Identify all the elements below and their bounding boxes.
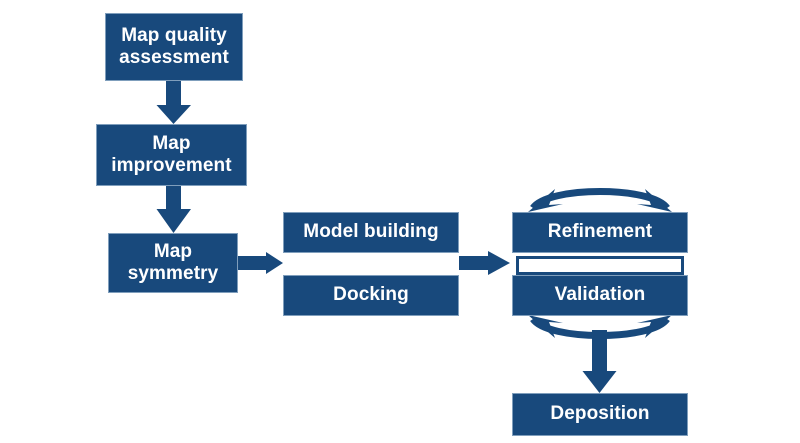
- node-map-improvement-line2: improvement: [111, 155, 232, 176]
- node-refinement-label: Refinement: [547, 221, 653, 243]
- node-model-building-label: Model building: [303, 221, 439, 243]
- node-validation-label: Validation: [554, 284, 646, 306]
- node-map-improvement-line1: Map: [152, 132, 191, 154]
- arc-cycle-top: [530, 188, 670, 211]
- node-map-symmetry-line1: Map: [153, 240, 193, 262]
- node-docking-label: Docking: [333, 284, 409, 306]
- arc-cycle-top-arrowheads: [528, 189, 672, 212]
- node-docking[interactable]: Docking: [283, 275, 459, 316]
- node-refinement[interactable]: Refinement: [512, 212, 688, 253]
- node-model-building[interactable]: Model building: [283, 212, 459, 253]
- arc-cycle-bottom-arrowheads: [528, 315, 672, 338]
- refinement-validation-separator-panel: [516, 256, 684, 275]
- node-deposition-label: Deposition: [550, 403, 650, 425]
- arrow-improvement-to-symmetry: [156, 185, 191, 233]
- node-map-quality-assessment-line2: assessment: [119, 47, 229, 68]
- node-deposition[interactable]: Deposition: [512, 393, 688, 436]
- node-map-symmetry-line2: symmetry: [127, 263, 219, 284]
- arrow-building-to-refinement: [459, 251, 510, 275]
- arrow-validation-to-deposition: [582, 330, 617, 393]
- arc-cycle-bottom: [530, 316, 670, 339]
- node-validation[interactable]: Validation: [512, 275, 688, 316]
- arrow-symmetry-to-building: [238, 252, 283, 274]
- arrow-quality-to-improvement: [156, 80, 191, 124]
- node-map-quality-assessment-line1: Map quality: [121, 24, 227, 46]
